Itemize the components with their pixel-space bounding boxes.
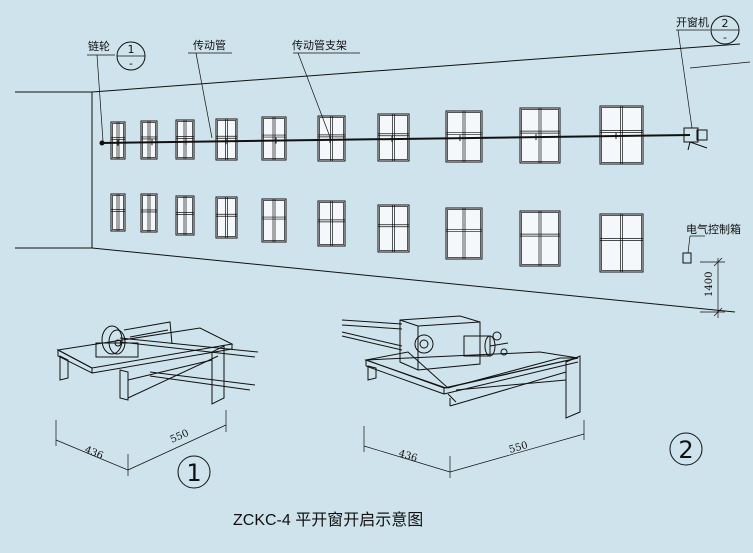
detail-1-dims: 436 550	[55, 410, 227, 476]
lower-window	[110, 193, 126, 232]
detail-1-marker-number: 1	[186, 459, 201, 487]
height-dimension: 1400	[700, 257, 725, 318]
callout-1: 1 -	[116, 41, 146, 71]
lower-window	[175, 195, 195, 236]
lower-window	[599, 213, 644, 273]
control-box-label: 电气控制箱	[686, 222, 741, 236]
callout-2-number: 2	[722, 17, 729, 30]
drive-tube	[99, 134, 691, 146]
figure-caption: ZCKC-4 平开窗开启示意图	[233, 510, 423, 529]
height-dim-label: 1400	[704, 272, 715, 297]
building-wall	[15, 43, 751, 313]
lower-window	[317, 200, 346, 247]
lower-window	[261, 198, 287, 243]
detail-1-dim-a: 436	[83, 445, 105, 462]
detail-2-dim-a: 436	[397, 448, 418, 464]
lower-window	[140, 193, 158, 233]
detail-1-drawing	[56, 321, 259, 405]
drive-tube-label: 传动管	[193, 38, 226, 52]
detail-2-drawing	[341, 315, 581, 419]
upper-window	[445, 110, 483, 163]
drive-tube-brackets	[117, 133, 617, 146]
lower-window	[519, 210, 561, 267]
detail-2-dims: 436 550	[363, 420, 585, 478]
upper-window	[261, 116, 287, 161]
detail-2-marker: 2	[669, 432, 703, 466]
upper-window-row	[110, 105, 644, 165]
detail-1-marker: 1	[177, 455, 211, 489]
callout-1-number: 1	[128, 43, 135, 56]
lower-window	[377, 204, 410, 253]
window-opener-label: 开窗机	[676, 15, 709, 29]
leaders	[87, 29, 710, 142]
upper-window	[175, 119, 195, 160]
sprocket-label: 链轮	[88, 39, 110, 53]
callout-2-sub: -	[723, 31, 727, 44]
upper-window	[317, 115, 346, 162]
lower-window-row	[110, 193, 644, 273]
detail-2-dim-b: 550	[508, 440, 529, 456]
detail-2-marker-number: 2	[678, 436, 693, 464]
control-box	[682, 235, 705, 264]
callout-1-sub: -	[129, 57, 133, 70]
upper-window	[140, 120, 158, 160]
upper-window	[519, 107, 561, 164]
upper-window	[377, 113, 410, 162]
window-opener-unit	[683, 127, 708, 151]
drive-tube-bracket-label: 传动管支架	[292, 38, 347, 52]
callout-2: 2 -	[710, 15, 740, 45]
lower-window	[445, 207, 483, 260]
lower-window	[215, 196, 238, 239]
